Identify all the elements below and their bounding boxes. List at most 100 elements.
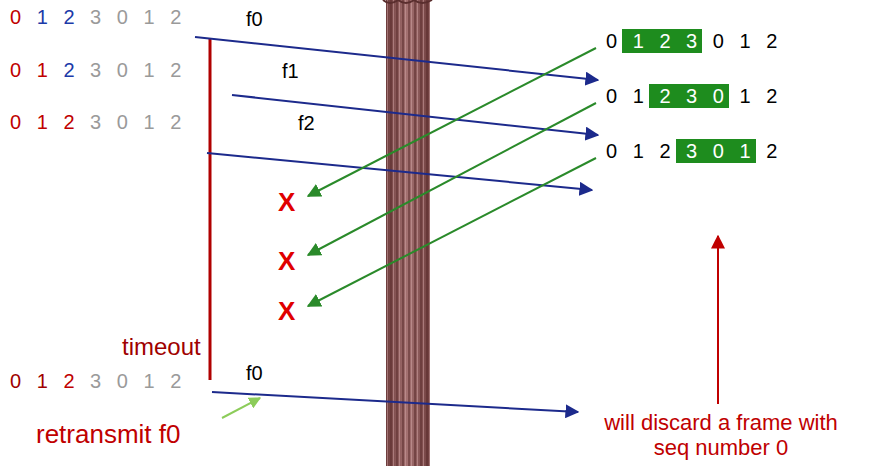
- sequence-digit: [133, 370, 144, 392]
- sequence-digit: 0: [10, 59, 26, 81]
- sequence-digit: 2: [170, 59, 186, 81]
- sequence-digit: [53, 59, 64, 81]
- ack-arrows: [308, 48, 596, 306]
- sequence-digit: [80, 59, 91, 81]
- sequence-digit: 2: [659, 29, 675, 53]
- sequence-digit: [649, 140, 660, 162]
- sequence-digit: 2: [659, 84, 675, 108]
- sequence-digit: 1: [739, 139, 755, 163]
- sequence-digit: 1: [143, 59, 159, 81]
- sequence-digit: 2: [766, 85, 782, 107]
- sequence-digit: [80, 370, 91, 392]
- sequence-digit: 1: [143, 111, 159, 133]
- sequence-digit: [26, 6, 37, 28]
- sender-window: 0 1 2 3 0 1 2: [10, 59, 186, 82]
- sequence-digit: [106, 6, 117, 28]
- sequence-digit: 1: [143, 370, 159, 392]
- sequence-digit: [676, 29, 687, 53]
- ack-arrow: [308, 48, 596, 196]
- sequence-digit: 1: [739, 85, 755, 107]
- lost-mark: X: [278, 297, 295, 327]
- sequence-digit: 2: [766, 140, 782, 162]
- sequence-digit: 1: [37, 370, 53, 392]
- frame-label: f1: [282, 60, 299, 83]
- sequence-digit: [649, 84, 660, 108]
- sequence-digit: [160, 111, 171, 133]
- sequence-digit: 0: [117, 370, 133, 392]
- sequence-digit: 3: [686, 139, 702, 163]
- lost-mark: X: [278, 247, 295, 277]
- sequence-digit: 0: [713, 139, 729, 163]
- sequence-digit: 3: [90, 111, 106, 133]
- sequence-digit: [26, 59, 37, 81]
- sequence-digit: 1: [37, 6, 53, 28]
- frame-arrow: [195, 37, 598, 80]
- receiver-window: 0 1 2 3 0 1 2: [606, 30, 782, 53]
- sequence-digit: [160, 59, 171, 81]
- frame-arrow: [207, 153, 592, 190]
- sequence-digit: 2: [63, 59, 79, 81]
- sequence-digit: [622, 29, 633, 53]
- sender-window: 0 1 2 3 0 1 2: [10, 111, 186, 134]
- sequence-digit: 0: [117, 59, 133, 81]
- timeout-label: timeout: [122, 333, 201, 361]
- sequence-digit: [133, 59, 144, 81]
- curtain-body: [386, 0, 430, 466]
- frame-arrow: [232, 95, 598, 135]
- sequence-digit: [26, 111, 37, 133]
- sequence-digit: [106, 59, 117, 81]
- sequence-digit: [676, 84, 687, 108]
- lost-mark: X: [278, 188, 295, 218]
- sequence-digit: 0: [117, 111, 133, 133]
- sequence-digit: 2: [170, 6, 186, 28]
- sequence-digit: 1: [633, 29, 649, 53]
- sequence-digit: 3: [686, 29, 702, 53]
- sequence-digit: [622, 140, 633, 162]
- sequence-digit: [160, 370, 171, 392]
- pointer-arrow: [717, 236, 719, 404]
- sequence-digit: 0: [606, 85, 622, 107]
- sequence-digit: [676, 139, 687, 163]
- sequence-digit: [702, 84, 713, 108]
- sequence-digit: [756, 85, 767, 107]
- sequence-digit: 0: [10, 6, 26, 28]
- sequence-digit: 1: [633, 140, 649, 162]
- curtain-folds: [386, 0, 430, 466]
- sequence-digit: [702, 30, 713, 52]
- sequence-digit: 2: [170, 370, 186, 392]
- note: will discard a frame with seq number 0: [596, 410, 846, 461]
- sequence-digit: 2: [63, 111, 79, 133]
- receiver-window: 0 1 2 3 0 1 2: [606, 85, 782, 108]
- sequence-digit: [80, 6, 91, 28]
- sequence-digit: 0: [117, 6, 133, 28]
- sequence-digit: [756, 140, 767, 162]
- note: retransmit f0: [36, 420, 181, 450]
- sequence-digit: 0: [10, 111, 26, 133]
- sequence-digit: [80, 111, 91, 133]
- timeout-bar: [209, 38, 212, 380]
- sequence-digit: [53, 6, 64, 28]
- sequence-digit: 2: [659, 140, 675, 162]
- sequence-digit: 0: [713, 30, 729, 52]
- sequence-digit: 0: [713, 84, 729, 108]
- sequence-digit: [729, 85, 740, 107]
- sequence-digit: [106, 370, 117, 392]
- sequence-digit: [133, 6, 144, 28]
- sequence-digit: 0: [606, 140, 622, 162]
- sequence-digit: 0: [10, 370, 26, 392]
- sequence-digit: [26, 370, 37, 392]
- sequence-digit: 1: [37, 111, 53, 133]
- sequence-digit: [160, 6, 171, 28]
- frame-arrows: [195, 37, 598, 412]
- frame-label: f2: [298, 112, 315, 135]
- frame-arrow: [212, 392, 578, 412]
- sequence-digit: [729, 139, 740, 163]
- sequence-digit: [649, 29, 660, 53]
- sequence-digit: 2: [63, 6, 79, 28]
- sequence-digit: 2: [63, 370, 79, 392]
- pointer-arrow: [222, 398, 260, 418]
- sequence-digit: 1: [739, 30, 755, 52]
- sender-window: 0 1 2 3 0 1 2: [10, 6, 186, 29]
- sequence-digit: 3: [90, 59, 106, 81]
